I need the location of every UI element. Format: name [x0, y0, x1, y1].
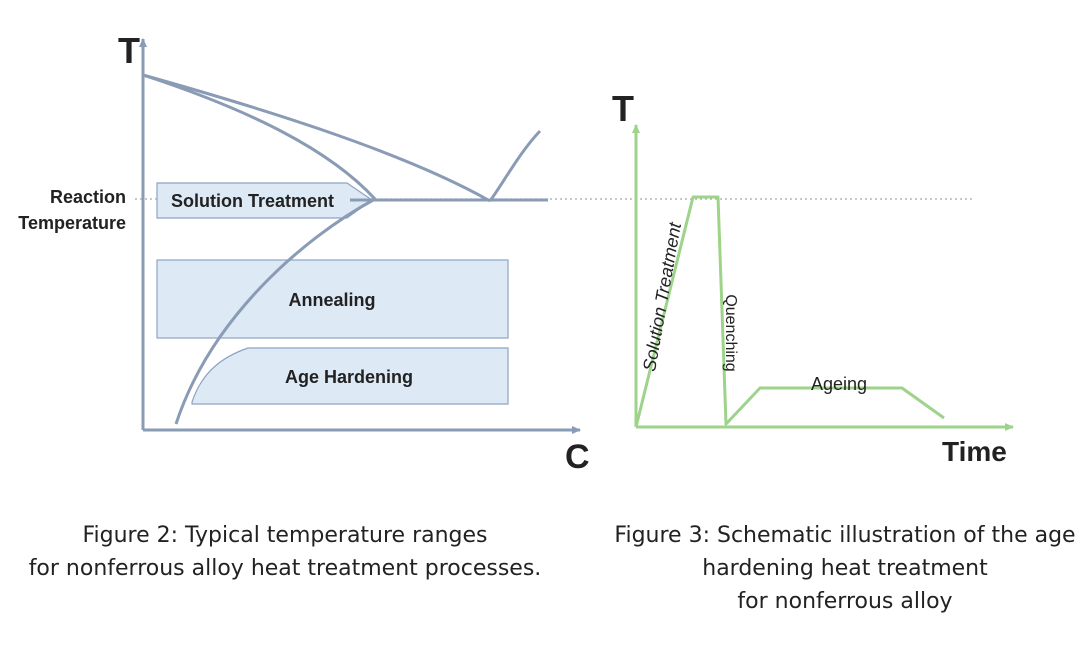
solvus-line [174, 197, 376, 425]
figure-3-caption: Figure 3: Schematic illustration of the … [600, 519, 1080, 618]
heat-treatment-cycle-line [634, 195, 945, 428]
figure-2-caption-line2: for nonferrous alloy heat treatment proc… [28, 556, 542, 581]
fig3-x-axis-label: Time [942, 436, 1007, 467]
figure-2-caption: Figure 2: Typical temperature ranges for… [20, 519, 550, 585]
figure-3-caption-line3: for nonferrous alloy [737, 589, 953, 614]
age-hardening-label: Age Hardening [285, 367, 413, 387]
solution-treatment-label: Solution Treatment [171, 191, 334, 211]
quenching-stage-label: Quenching [722, 294, 739, 371]
right-liquidus-line [488, 129, 542, 202]
solution-treatment-stage-label: Solution Treatment [639, 220, 685, 373]
annealing-label: Annealing [288, 290, 375, 310]
liquidus-line [142, 73, 491, 203]
fig3-y-axis-label: T [612, 88, 634, 129]
figure-3: T Time Solution Treatment Quenching Agei… [612, 88, 1014, 467]
figure-3-caption-line2: hardening heat treatment [702, 556, 988, 581]
figure-3-caption-line1: Figure 3: Schematic illustration of the … [614, 523, 1076, 548]
reaction-label-line2: Temperature [18, 213, 126, 233]
age-hardening-region [191, 347, 509, 405]
solidus-line [142, 73, 377, 201]
annealing-region [156, 259, 509, 339]
reaction-label-line1: Reaction [50, 187, 126, 207]
figure-2-caption-line1: Figure 2: Typical temperature ranges [82, 523, 488, 548]
fig2-x-axis-label: C [565, 438, 590, 476]
fig2-y-axis-label: T [118, 30, 140, 71]
ageing-stage-label: Ageing [811, 374, 867, 394]
figure-2: T C Reaction Temperature Solution Treatm… [18, 30, 975, 476]
